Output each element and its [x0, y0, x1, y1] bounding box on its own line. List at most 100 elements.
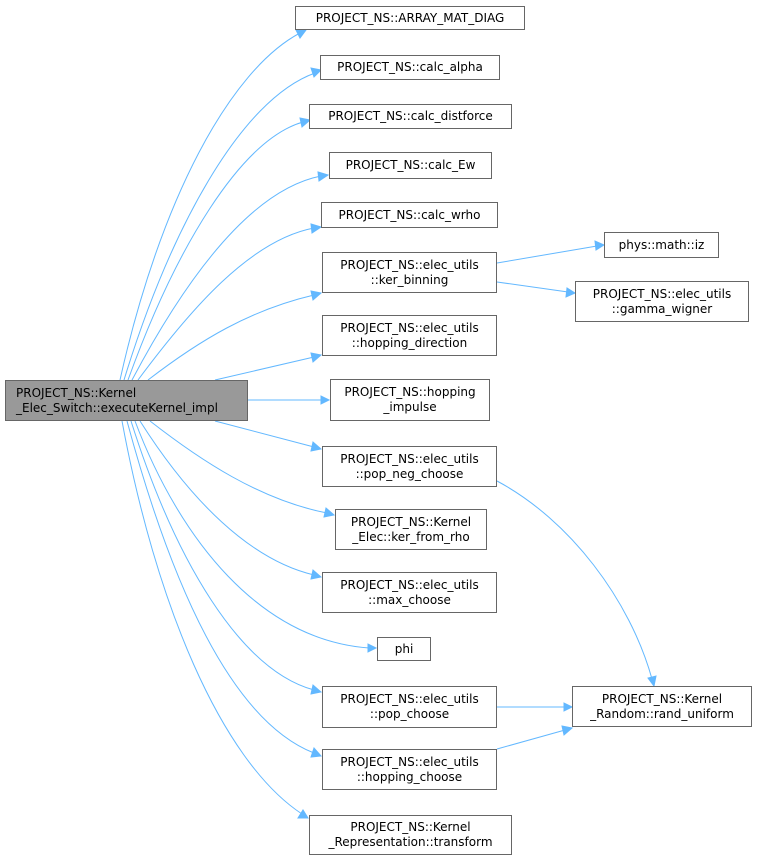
edge-line [123, 72, 316, 381]
node-label-line1: PROJECT_NS::Kernel [16, 385, 137, 400]
node-label-line1: PROJECT_NS::Kernel [601, 691, 723, 706]
edge-line [137, 227, 315, 381]
edge-line [134, 420, 370, 649]
edge-main-pop-choose [130, 420, 323, 695]
edge-line [496, 729, 566, 750]
edge-line [214, 420, 315, 448]
node-label-line1: PROJECT_NS::elec_utils [340, 577, 479, 592]
node-label-line1: PROJECT_NS::hopping [344, 385, 476, 399]
node-calc-wrho[interactable]: PROJECT_NS::calc_wrho [321, 202, 498, 228]
arrow-head [594, 240, 606, 251]
arrow-head [320, 395, 331, 405]
node-label-line1: PROJECT_NS::elec_utils [340, 692, 479, 706]
node-phi[interactable]: phi [377, 637, 431, 661]
edge-main-hopping-choose [126, 420, 323, 758]
edge-pop-neg-choose-rand-uniform [496, 480, 657, 688]
node-label-line2: _Elec::ker_from_rho [352, 529, 470, 544]
node-calc-ew[interactable]: PROJECT_NS::calc_Ew [329, 152, 492, 179]
edge-line [496, 281, 569, 293]
edge-line [127, 121, 304, 381]
arrow-head [310, 352, 323, 363]
edge-line [121, 420, 303, 815]
edge-ker-binning-gamma-wigner [496, 281, 577, 298]
edge-line [496, 480, 653, 680]
edge-line [139, 420, 315, 576]
node-pop-choose[interactable]: PROJECT_NS::elec_utils ::pop_choose [322, 686, 497, 728]
edge-main-hopping-direction [214, 352, 323, 381]
node-hopping-impulse[interactable]: PROJECT_NS::hopping _impulse [330, 379, 490, 421]
node-label-line1: PROJECT_NS::Kernel [350, 820, 471, 834]
node-hopping-direction[interactable]: PROJECT_NS::elec_utils ::hopping_directi… [322, 315, 497, 356]
node-pop-neg-choose[interactable]: PROJECT_NS::elec_utils ::pop_neg_choose [322, 446, 497, 487]
arrow-head [310, 223, 323, 234]
node-ker-from-rho[interactable]: PROJECT_NS::Kernel _Elec::ker_from_rho [335, 509, 487, 550]
edge-main-calc-distforce [127, 117, 312, 381]
node-label-line2: ::gamma_wigner [611, 301, 713, 316]
node-label-line2: _impulse [383, 400, 437, 414]
edge-hopping-choose-rand-uniform [496, 725, 574, 750]
edge-main-hopping-impulse [247, 395, 331, 405]
edge-pop-choose-rand-uniform [497, 702, 574, 712]
edge-main-calc-alpha [123, 67, 323, 381]
arrow-head [310, 441, 323, 452]
node-max-choose[interactable]: PROJECT_NS::elec_utils ::max_choose [322, 572, 497, 613]
node-label-line2: ::pop_neg_choose [355, 466, 464, 481]
edge-line [131, 175, 322, 381]
edge-line [119, 32, 301, 381]
node-label-line1: PROJECT_NS::elec_utils [340, 754, 479, 769]
arrow-head [310, 684, 323, 695]
arrow-head [299, 117, 312, 128]
arrow-head [647, 675, 657, 688]
node-hopping-choose[interactable]: PROJECT_NS::elec_utils ::hopping_choose [322, 749, 497, 790]
edge-line [496, 245, 598, 264]
edge-line [214, 356, 315, 381]
node-label: PROJECT_NS::calc_distforce [328, 109, 493, 123]
arrow-head [565, 287, 577, 298]
edge-main-transform [121, 420, 309, 819]
edge-main-phi [134, 420, 378, 653]
node-main-execute-kernel-impl[interactable]: PROJECT_NS::Kernel _Elec_Switch::execute… [5, 380, 248, 421]
edge-line [126, 420, 315, 754]
arrow-head [323, 507, 336, 518]
edge-main-max-choose [139, 420, 323, 580]
node-label-line2: ::max_choose [368, 592, 451, 607]
arrow-head [297, 809, 309, 819]
node-label-line2: _Elec_Switch::executeKernel_impl [16, 400, 218, 415]
arrow-head [310, 569, 323, 580]
node-label-line2: ::hopping_choose [356, 769, 463, 784]
node-calc-alpha[interactable]: PROJECT_NS::calc_alpha [320, 55, 500, 80]
node-calc-distforce[interactable]: PROJECT_NS::calc_distforce [309, 104, 512, 129]
edge-line [149, 420, 328, 514]
edge-main-calc-ew [131, 171, 330, 381]
node-iz[interactable]: phys::math::iz [604, 232, 719, 258]
node-array-mat-diag[interactable]: PROJECT_NS::ARRAY_MAT_DIAG [295, 6, 525, 30]
node-label-line1: PROJECT_NS::elec_utils [340, 451, 479, 466]
node-gamma-wigner[interactable]: PROJECT_NS::elec_utils ::gamma_wigner [575, 281, 749, 322]
node-label: PROJECT_NS::calc_wrho [338, 207, 481, 222]
node-label: PROJECT_NS::calc_alpha [337, 60, 483, 74]
node-label-line2: ::pop_choose [369, 707, 450, 721]
edge-main-ker-binning [147, 290, 323, 381]
node-label: PROJECT_NS::ARRAY_MAT_DIAG [315, 10, 505, 25]
node-rand-uniform[interactable]: PROJECT_NS::Kernel _Random::rand_uniform [572, 686, 752, 727]
node-label-line2: _Random::rand_uniform [590, 706, 734, 721]
arrow-head [310, 747, 323, 758]
edge-ker-binning-iz [496, 240, 606, 264]
arrow-head [367, 643, 378, 653]
node-label-line1: PROJECT_NS::elec_utils [592, 286, 732, 301]
edge-line [147, 294, 315, 381]
arrow-head [563, 702, 574, 712]
node-label-line1: PROJECT_NS::elec_utils [340, 257, 479, 272]
edge-main-calc-wrho [137, 223, 323, 381]
edge-line [130, 420, 315, 691]
arrow-head [310, 67, 323, 78]
node-transform[interactable]: PROJECT_NS::Kernel _Representation::tran… [309, 815, 512, 855]
node-label-line2: ::hopping_direction [351, 335, 468, 350]
arrow-head [310, 290, 323, 301]
arrow-head [295, 29, 307, 39]
edge-main-ker-from-rho [149, 420, 336, 518]
node-label-line1: PROJECT_NS::Kernel [350, 514, 472, 529]
node-ker-binning[interactable]: PROJECT_NS::elec_utils ::ker_binning [322, 252, 497, 293]
